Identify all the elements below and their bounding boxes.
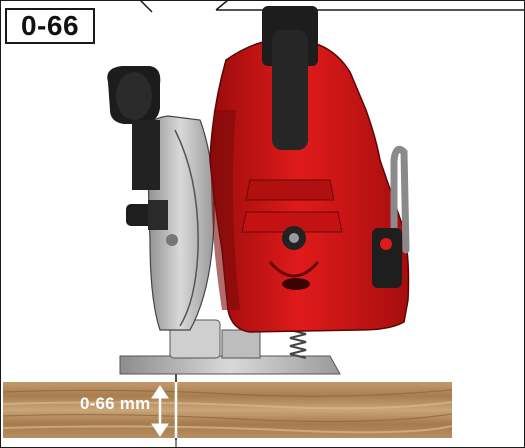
cut-depth-label: 0-66 mm — [80, 394, 151, 413]
depth-arrow-icon — [151, 382, 178, 438]
wood-workpiece — [2, 382, 453, 438]
blade-guard — [145, 115, 215, 331]
saw-motor-body — [209, 6, 410, 333]
depth-spring — [289, 329, 307, 359]
front-knob — [107, 66, 161, 190]
bevel-lock-knob — [126, 200, 168, 230]
figure-label: 0-66 — [5, 8, 95, 44]
rear-handle — [372, 145, 410, 288]
frame-top-notch — [139, 0, 525, 13]
